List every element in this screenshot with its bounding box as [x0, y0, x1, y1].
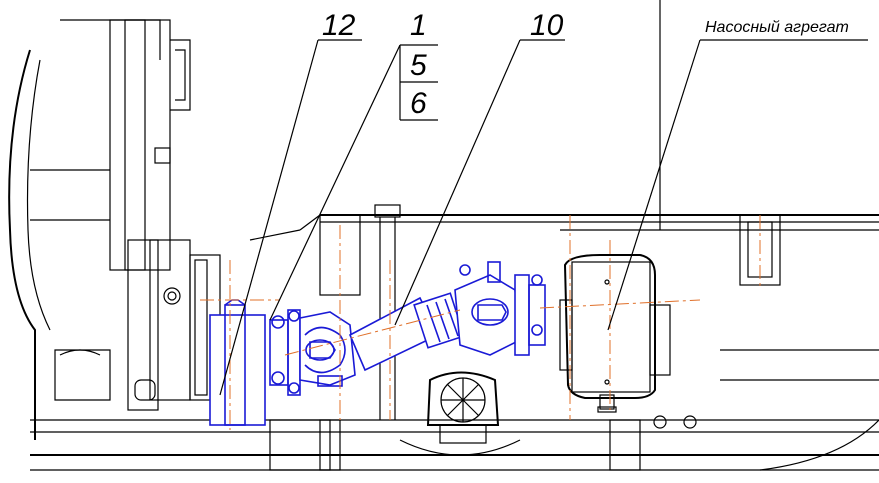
- callout-1: 1: [410, 9, 427, 42]
- callout-pump-unit: Насосный агрегат: [705, 19, 849, 36]
- left-cab-structure: [8, 19, 221, 440]
- callout-5: 5: [410, 49, 427, 82]
- pump-unit: [559, 254, 671, 413]
- callout-10: 10: [530, 9, 564, 42]
- cardan-shaft-assembly: [209, 261, 546, 426]
- callout-6: 6: [410, 87, 427, 120]
- leader-lines: [219, 39, 868, 396]
- wheel-hub-cover: [399, 371, 521, 456]
- callout-labels: 12 1 5 6 10 Насосный агрегат: [322, 9, 849, 120]
- callout-12: 12: [322, 9, 356, 42]
